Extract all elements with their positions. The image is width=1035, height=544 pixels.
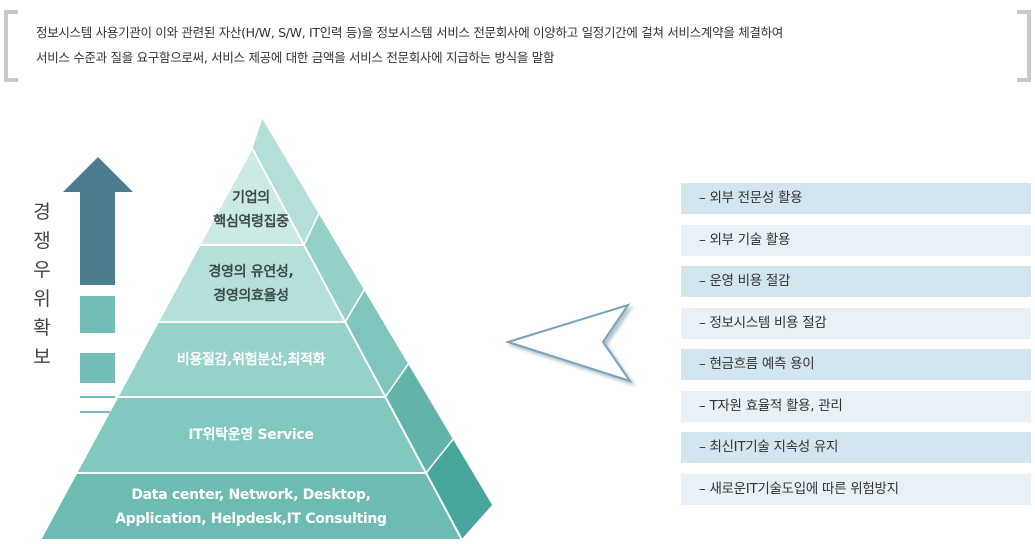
pointer-arrow-icon [504,303,633,383]
pyramid-tier-5 [38,472,464,541]
progress-line-2 [80,411,110,413]
label-char: 쟁 [33,230,51,252]
definition-text: 정보시스템 사용기관이 이와 관련된 자산(H/W, S/W, IT인력 등)을… [36,20,783,70]
tier-label-line: 기업의 [232,190,270,206]
benefit-item: – 최신IT기술 지속성 유지 [681,432,1031,463]
benefit-item: – 현금흐름 예측 용이 [681,349,1031,380]
benefit-item: – 외부 전문성 활용 [681,183,1031,214]
left-bracket [4,10,18,82]
benefit-item: – 외부 기술 활용 [681,224,1031,256]
pyramid-tier-label-3: 비용절감,위험분산,최적화 [40,348,462,372]
right-bracket [1017,10,1031,82]
tier-label-line: IT위탁운영 Service [188,427,314,443]
benefit-item: – 새로운IT기술도입에 따른 위험방지 [681,473,1031,505]
benefit-item: – T자원 효율적 활용, 관리 [681,390,1031,422]
competitive-advantage-label: 경 쟁 우 위 확 보 [30,198,54,372]
tier-label-line: 비용절감,위험분산,최적화 [176,351,326,368]
label-char: 경 [33,201,51,223]
definition-line-2: 서비스 수준과 질을 요구함으로써, 서비스 제공에 대한 금액을 서비스 전문… [36,50,555,65]
progress-block-1 [80,296,115,333]
tier-label-line: 경영의 유연성, [208,263,294,280]
benefit-item: – 정보시스템 비용 절감 [681,307,1031,339]
tier-label-line: 경영의효율성 [213,287,289,304]
tier-label-line: Application, Helpdesk,IT Consulting [115,510,387,527]
label-char: 확 [33,317,51,339]
benefit-item: – 운영 비용 절감 [681,266,1031,297]
pyramid-tier-label-5: Data center, Network, Desktop, Applicatio… [40,483,462,531]
benefits-list: – 외부 전문성 활용 – 외부 기술 활용 – 운영 비용 절감 – 정보시스… [681,183,1031,515]
label-char: 보 [33,346,51,368]
progress-line-1 [80,396,115,398]
tier-label-line: 핵심역령집중 [213,214,289,230]
tier-label-line: Data center, Network, Desktop, [131,486,371,503]
progress-block-2 [80,353,115,383]
definition-line-1: 정보시스템 사용기관이 이와 관련된 자산(H/W, S/W, IT인력 등)을… [36,25,784,40]
pyramid [38,115,494,542]
label-char: 우 [33,259,51,281]
pyramid-tier-label-2: 경영의 유연성, 경영의효율성 [40,260,462,308]
label-char: 위 [33,288,51,310]
up-arrow-icon [63,157,133,285]
pyramid-tier-label-4: IT위탁운영 Service [40,423,462,447]
